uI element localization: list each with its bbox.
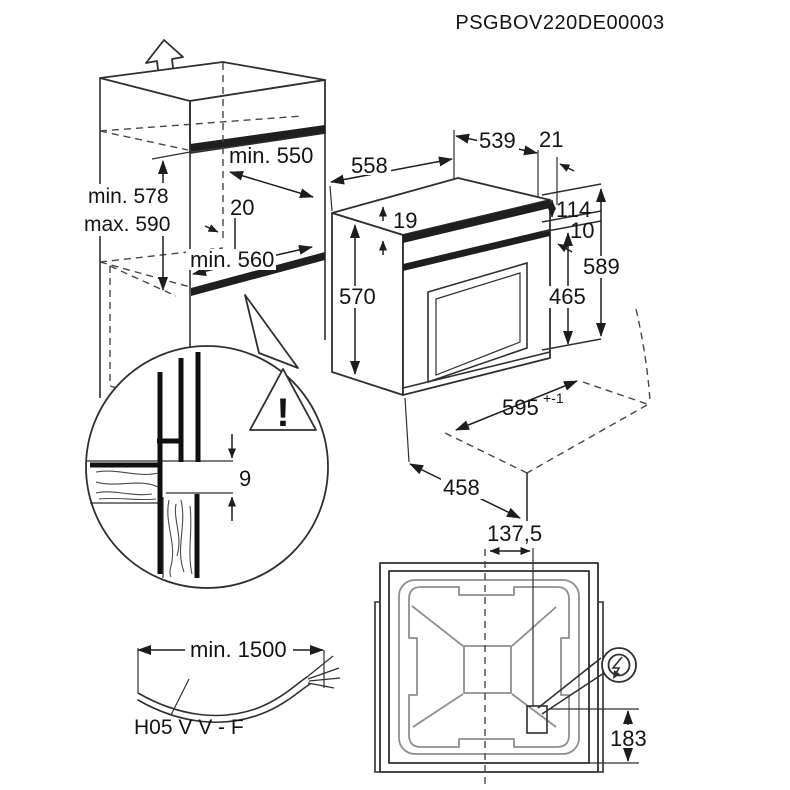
depth-top-label: 558 bbox=[351, 153, 388, 178]
niche-width-label: min. 550 bbox=[229, 143, 313, 168]
niche-height-min-label: min. 578 bbox=[88, 185, 169, 208]
oven-drawing: 558 539 21 19 570 114 10 589 bbox=[329, 127, 651, 521]
detail-callout: 9 ! bbox=[85, 294, 329, 589]
warning-exclamation: ! bbox=[276, 391, 289, 435]
cabinet-dimensions: min. 550 20 min. 560 min. 578 max. 590 bbox=[84, 143, 314, 291]
top-clearance-label: 114 bbox=[556, 197, 591, 222]
back-panel-emboss bbox=[408, 586, 570, 748]
door-thickness-label: 21 bbox=[539, 127, 563, 152]
gap-label: 10 bbox=[570, 218, 594, 243]
niche-height-max-label: max. 590 bbox=[84, 213, 170, 236]
wood-grain bbox=[95, 470, 193, 578]
back-view-drawing: 137,5 183 bbox=[374, 521, 647, 788]
cable-icon bbox=[137, 655, 341, 723]
drawing-code: PSGBOV220DE00003 bbox=[455, 12, 664, 34]
depth-bottom-label: 458 bbox=[443, 475, 480, 500]
cable-length-label: min. 1500 bbox=[190, 637, 287, 662]
warning-triangle-icon: ! bbox=[249, 368, 317, 435]
rear-height-label: 465 bbox=[549, 284, 586, 309]
conduit-offset-label: 137,5 bbox=[487, 521, 542, 546]
width-tolerance-label: +-1 bbox=[543, 390, 564, 406]
width-label: 595 bbox=[502, 395, 539, 420]
height-label: 570 bbox=[339, 284, 376, 309]
electric-shock-icon bbox=[601, 647, 637, 683]
total-height-label: 589 bbox=[583, 254, 620, 279]
conduit-height-label: 183 bbox=[610, 726, 647, 751]
oven-door-window bbox=[427, 261, 528, 384]
depth-body-label: 539 bbox=[479, 128, 516, 153]
top-trim-label: 19 bbox=[393, 208, 417, 233]
rear-gap-label: 20 bbox=[230, 195, 254, 220]
emboss-diagonals bbox=[411, 605, 557, 728]
cable-type-label: H05 V V - F bbox=[134, 716, 244, 739]
cabinet-drawing: min. 550 20 min. 560 min. 578 max. 590 bbox=[84, 39, 326, 398]
power-cable-drawing: min. 1500 H05 V V - F bbox=[134, 637, 341, 739]
detail-gap-label: 9 bbox=[239, 466, 251, 491]
oven-dimensions: 558 539 21 19 570 114 10 589 bbox=[329, 127, 623, 519]
side-mounting-tabs bbox=[374, 601, 604, 773]
mounting-detail bbox=[86, 352, 233, 578]
junction-box bbox=[526, 705, 548, 734]
niche-depth-label: min. 560 bbox=[190, 247, 274, 272]
